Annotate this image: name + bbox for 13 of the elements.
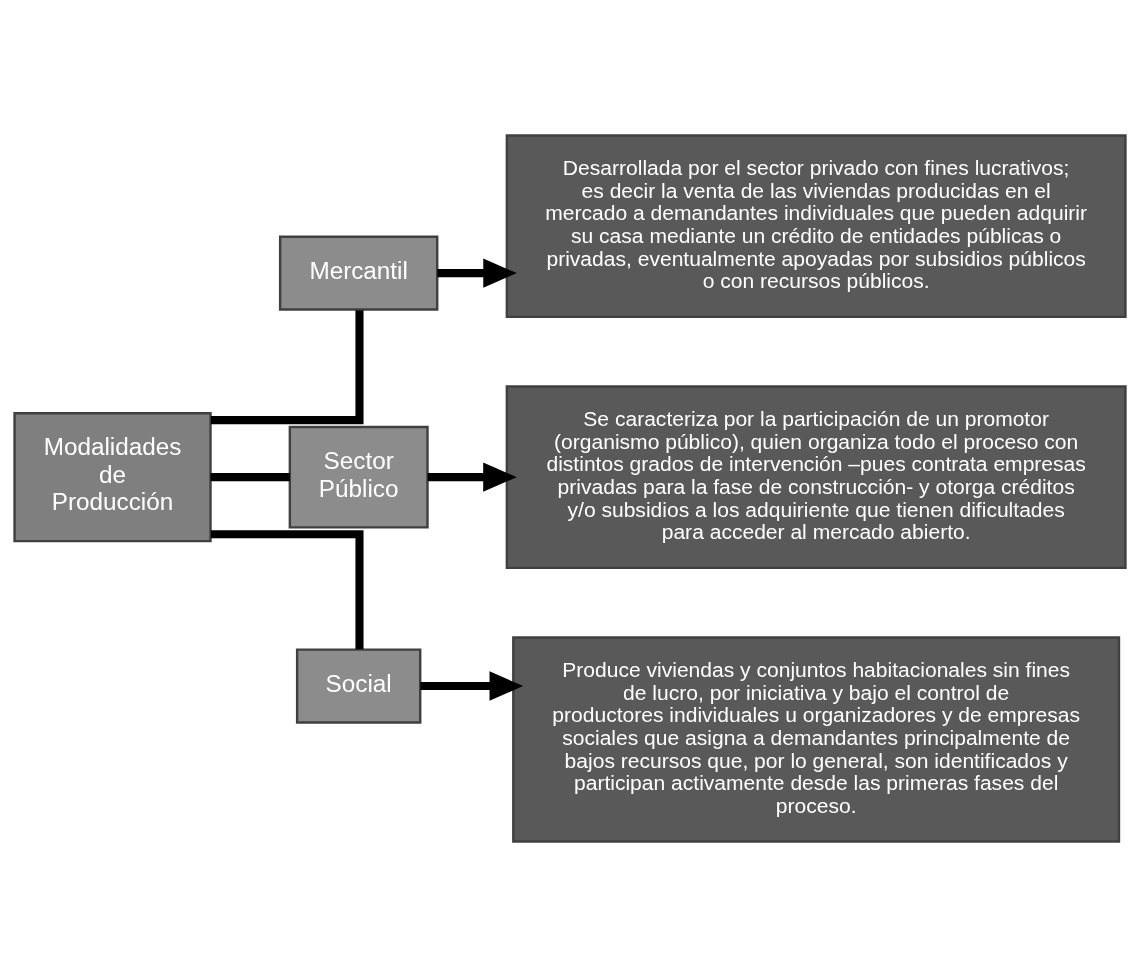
node-box: Social	[295, 648, 422, 724]
arrow	[437, 258, 517, 288]
node-box: Modalidades de Producción	[13, 412, 212, 543]
connector	[210, 473, 290, 482]
node-box: Desarrollada por el sector privado con fines lucrativos; es decir la venta de las viviendas producidas en el mercado a demandantes individuales que pueden adquirir su casa mediante un crédito de entidades públicas o privadas, eventualmente apoyadas por subsidios públicos o con recursos públicos.	[505, 134, 1127, 319]
arrow	[420, 671, 524, 701]
node-box: Se caracteriza por la participación de un promotor (organismo público), quien organiza todo el proceso con distintos grados de intervención –pues contrata empresas privadas para la fase de construcción- y otorga créditos y/o subsidios a los adquiriente que tienen dificultades para acceder al mercado abierto.	[505, 385, 1127, 570]
arrow	[427, 462, 517, 492]
node-box: Sector Público	[288, 425, 429, 529]
connector	[210, 530, 364, 650]
connector	[210, 310, 364, 425]
node-box: Mercantil	[278, 235, 439, 311]
node-box: Produce viviendas y conjuntos habitacionales sin fines de lucro, por iniciativa y bajo el control de productores individuales u organizadores y de empresas sociales que asigna a demandantes principalmente de bajos recursos que, por lo general, son identificados y participan activamente desde las primeras fases del proceso.	[512, 636, 1121, 843]
